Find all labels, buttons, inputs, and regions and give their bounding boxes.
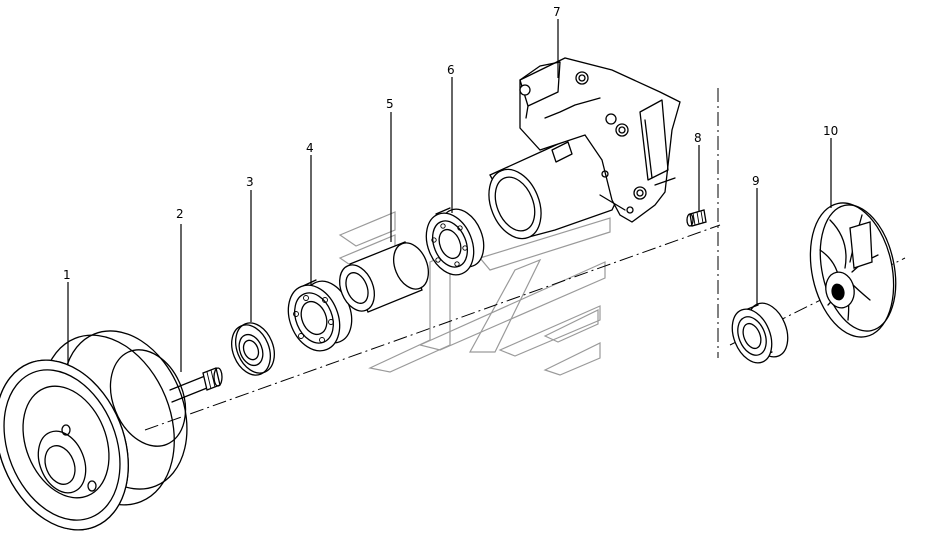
stud bbox=[686, 209, 707, 227]
callout-10: 10 bbox=[823, 124, 838, 138]
callout-6: 6 bbox=[447, 63, 455, 77]
callout-4: 4 bbox=[306, 141, 314, 155]
callout-2: 2 bbox=[176, 207, 184, 221]
rear-bearing bbox=[425, 207, 485, 276]
leader-lines bbox=[67, 19, 832, 372]
callout-1: 1 bbox=[63, 268, 71, 282]
seal-ring bbox=[231, 322, 275, 376]
callout-7: 7 bbox=[553, 5, 561, 19]
callout-9: 9 bbox=[752, 174, 760, 188]
seal-assembly bbox=[731, 302, 789, 364]
spacer-sleeve bbox=[339, 241, 429, 313]
pump-housing bbox=[488, 57, 681, 240]
callout-8: 8 bbox=[694, 131, 702, 145]
impeller bbox=[809, 202, 897, 338]
front-bearing bbox=[287, 279, 353, 352]
callout-numbers: 1 2 3 4 5 6 7 8 9 10 bbox=[63, 5, 838, 282]
callout-3: 3 bbox=[246, 175, 254, 189]
pulley bbox=[0, 330, 188, 531]
shaft bbox=[169, 367, 223, 403]
callout-5: 5 bbox=[386, 97, 394, 111]
